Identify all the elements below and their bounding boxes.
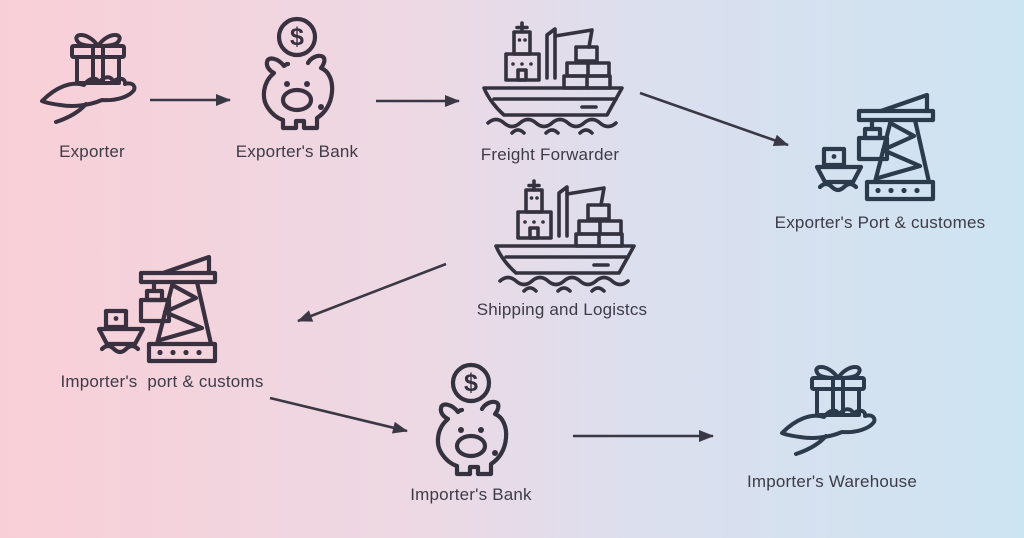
- node-exporters-bank-label: Exporter's Bank: [235, 142, 359, 161]
- node-exporters-port: Exporter's Port & customes: [750, 86, 1010, 233]
- node-freight-forwarder: Freight Forwarder: [460, 20, 640, 165]
- piggy-bank-icon: [249, 14, 345, 136]
- node-importers-warehouse-label: Importer's Warehouse: [746, 472, 918, 491]
- node-freight-forwarder-label: Freight Forwarder: [480, 145, 620, 164]
- node-exporter: Exporter: [12, 24, 172, 162]
- node-exporter-label: Exporter: [59, 142, 125, 161]
- hand-gift-icon: [36, 24, 148, 128]
- node-importers-port-label: Importer's port & customs: [60, 372, 264, 391]
- port-crane-icon: [815, 86, 945, 208]
- piggy-bank-icon: [423, 360, 519, 482]
- node-shipping-logistics-label: Shipping and Logistcs: [476, 300, 648, 319]
- node-exporters-port-label: Exporter's Port & customes: [774, 213, 986, 232]
- hand-gift-icon: [776, 356, 888, 460]
- node-importers-bank: Importer's Bank: [386, 360, 556, 505]
- node-importers-warehouse: Importer's Warehouse: [722, 356, 942, 492]
- arrow-shipping-to-importers-port: [297, 262, 447, 323]
- node-shipping-logistics: Shipping and Logistcs: [462, 178, 662, 320]
- node-exporters-bank: Exporter's Bank: [212, 14, 382, 162]
- cargo-ship-icon: [482, 178, 642, 296]
- cargo-ship-icon: [470, 20, 630, 138]
- node-importers-bank-label: Importer's Bank: [410, 485, 532, 504]
- port-crane-icon: [97, 248, 227, 370]
- node-importers-port: Importer's port & customs: [32, 248, 292, 392]
